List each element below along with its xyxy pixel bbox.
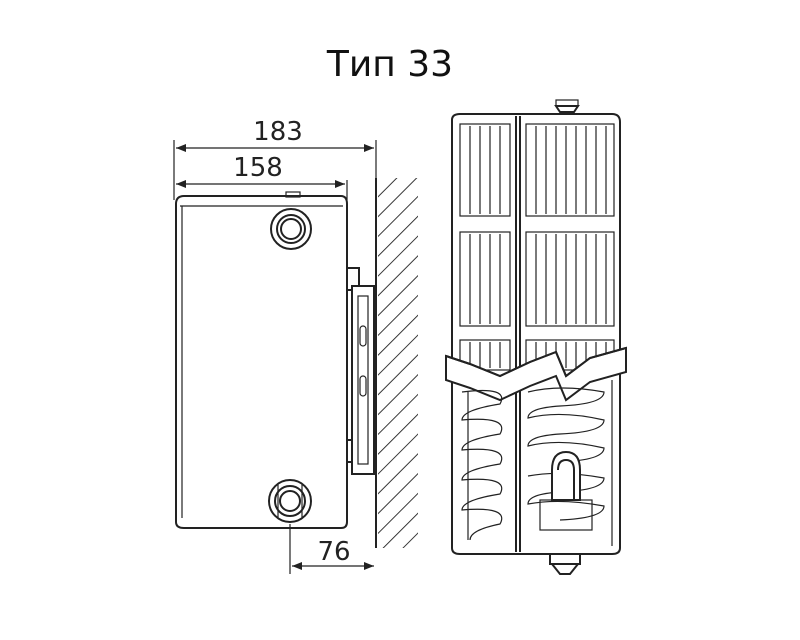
front-cutaway-view bbox=[445, 99, 627, 575]
right-water-channels bbox=[527, 380, 613, 546]
bottom-connection-fitting bbox=[268, 479, 312, 523]
side-view: 183 158 bbox=[173, 117, 418, 574]
left-water-channels bbox=[461, 389, 503, 541]
dimension-158-label: 158 bbox=[233, 153, 283, 183]
top-connection-fitting bbox=[270, 208, 312, 250]
dimension-183-label: 183 bbox=[253, 117, 303, 147]
vent-plug-top bbox=[554, 105, 580, 113]
bottom-plug-fitting bbox=[549, 553, 581, 575]
wall-bracket bbox=[346, 267, 375, 475]
dimension-76: 76 bbox=[289, 524, 374, 574]
radiator-side-body bbox=[175, 195, 348, 529]
wall-hatch bbox=[378, 178, 418, 548]
dimension-183: 183 bbox=[173, 117, 377, 200]
bottom-connection-loop bbox=[539, 450, 593, 531]
dimension-158: 158 bbox=[176, 153, 348, 200]
left-convector-fins bbox=[459, 123, 511, 371]
dimension-76-label: 76 bbox=[317, 537, 350, 567]
page-title: Тип 33 bbox=[326, 44, 454, 85]
